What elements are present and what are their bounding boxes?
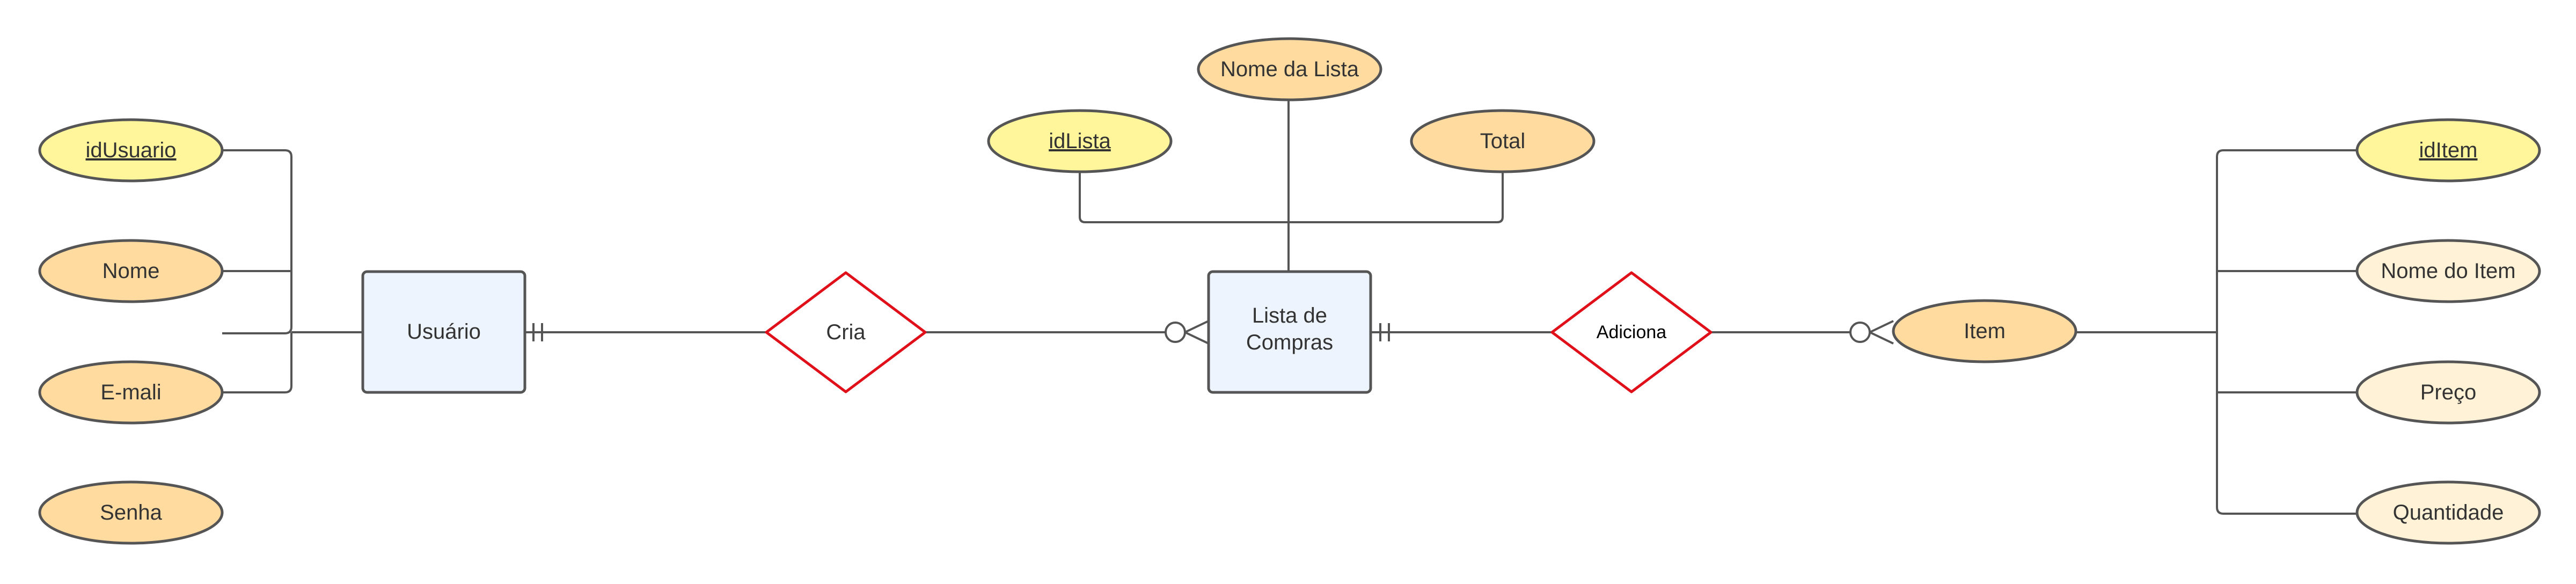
attribute-idlista-label: idLista bbox=[1049, 129, 1111, 153]
connector-email bbox=[222, 332, 292, 393]
attribute-nome-do-item[interactable]: Nome do Item bbox=[2355, 239, 2541, 303]
attribute-idusuario-label: idUsuario bbox=[86, 138, 177, 162]
connector-idlista bbox=[1079, 172, 1504, 223]
attribute-senha[interactable]: Senha bbox=[38, 480, 224, 545]
attribute-quantidade-label: Quantidade bbox=[2393, 501, 2504, 524]
attribute-preco-label: Preço bbox=[2420, 381, 2477, 404]
attribute-iditem[interactable]: idItem bbox=[2355, 118, 2541, 182]
entity-lista-label-line1: Lista de bbox=[1252, 304, 1327, 327]
relationship-adiciona-label: Adiciona bbox=[1597, 322, 1667, 342]
attribute-total-label: Total bbox=[1480, 129, 1526, 153]
connectors bbox=[222, 101, 2358, 515]
cardinality-zero-item bbox=[1849, 322, 1871, 343]
connector-idusuario bbox=[222, 149, 292, 334]
relationship-adiciona[interactable]: Adiciona bbox=[1550, 271, 1713, 393]
attribute-email[interactable]: E-mali bbox=[38, 360, 224, 425]
attribute-idusuario[interactable]: idUsuario bbox=[38, 118, 224, 182]
attribute-item[interactable]: Item bbox=[1892, 299, 2077, 363]
attribute-iditem-label: idItem bbox=[2419, 138, 2478, 162]
relationship-cria[interactable]: Cria bbox=[765, 271, 927, 393]
connector-iditem bbox=[2216, 149, 2358, 515]
attribute-nome[interactable]: Nome bbox=[38, 239, 224, 303]
cardinality-many-item bbox=[1869, 320, 1894, 345]
attribute-senha-label: Senha bbox=[100, 501, 162, 524]
attribute-nome-da-lista[interactable]: Nome da Lista bbox=[1197, 37, 1382, 101]
attribute-quantidade[interactable]: Quantidade bbox=[2355, 480, 2541, 545]
entity-lista-label-line2: Compras bbox=[1246, 331, 1333, 354]
attribute-nome-da-lista-label: Nome da Lista bbox=[1220, 57, 1359, 81]
attribute-item-label: Item bbox=[1964, 319, 2006, 343]
cardinality-one-usuario bbox=[532, 323, 543, 341]
attribute-idlista[interactable]: idLista bbox=[987, 109, 1173, 173]
cardinality-markers bbox=[532, 320, 1894, 345]
attribute-preco[interactable]: Preço bbox=[2355, 360, 2541, 425]
cardinality-one-lista bbox=[1379, 323, 1390, 341]
attribute-email-label: E-mali bbox=[100, 381, 161, 404]
attribute-nome-label: Nome bbox=[103, 259, 160, 283]
attribute-nome-do-item-label: Nome do Item bbox=[2381, 259, 2515, 283]
entity-usuario[interactable]: Usuário bbox=[361, 270, 526, 394]
attribute-total[interactable]: Total bbox=[1410, 109, 1596, 173]
cardinality-many-lista bbox=[1184, 320, 1209, 345]
entity-usuario-label: Usuário bbox=[407, 320, 481, 344]
cardinality-zero-lista bbox=[1165, 322, 1186, 343]
entity-lista-de-compras[interactable]: Lista de Compras bbox=[1207, 270, 1372, 394]
relationship-cria-label: Cria bbox=[826, 320, 866, 344]
